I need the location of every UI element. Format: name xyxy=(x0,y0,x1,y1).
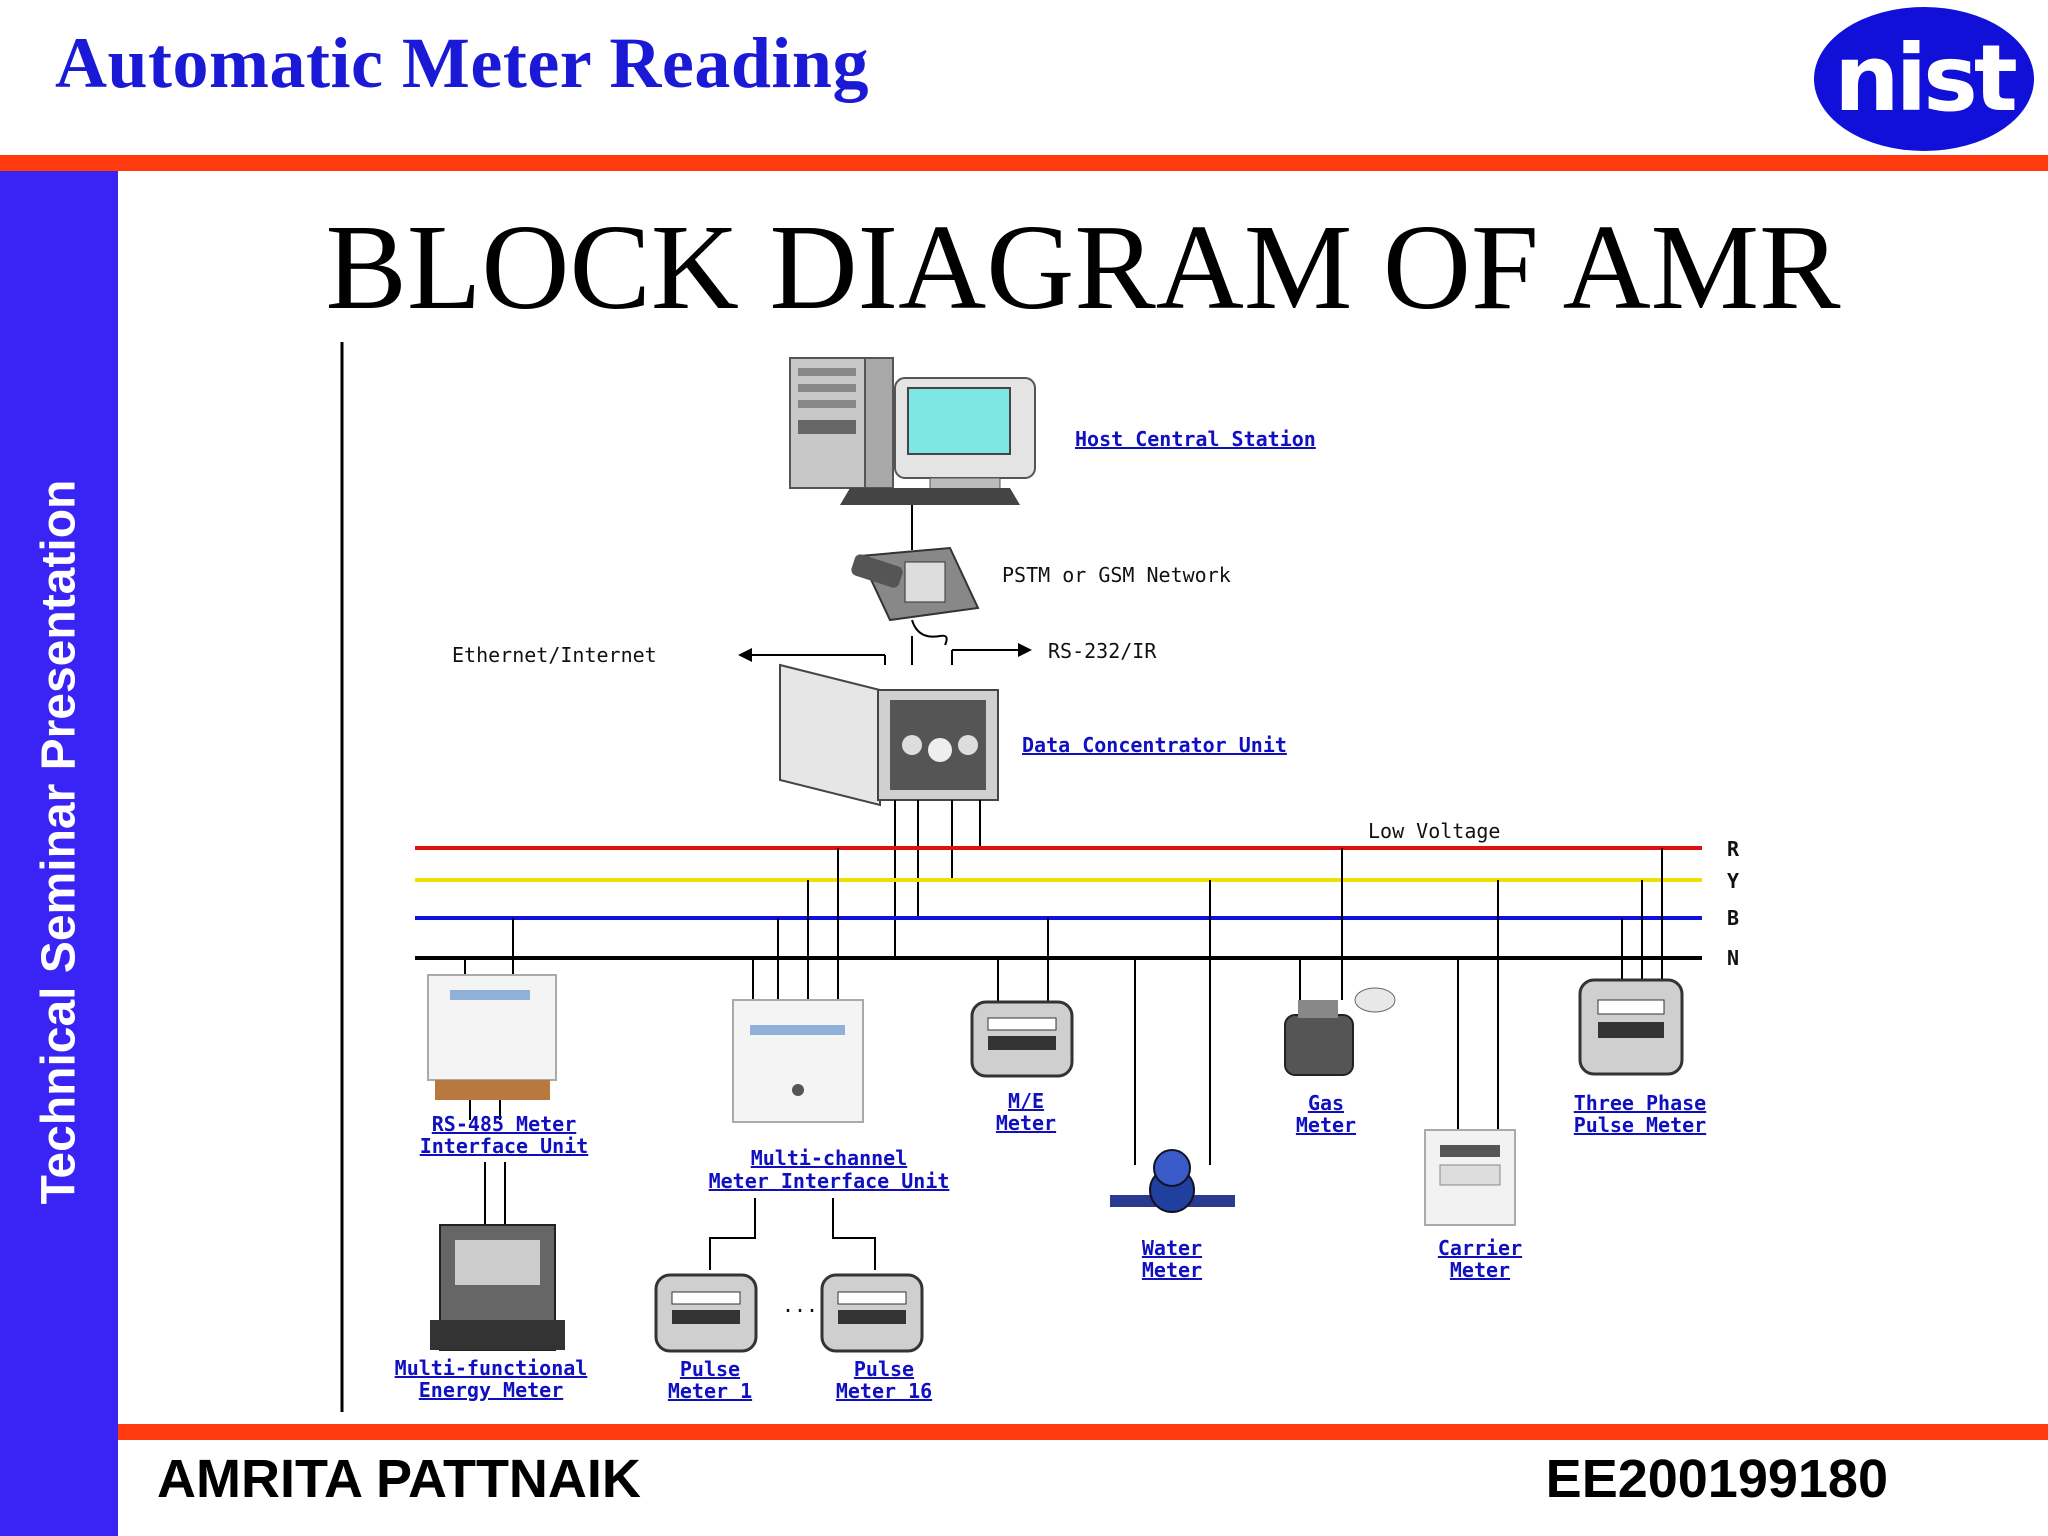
low-voltage-label: Low Voltage xyxy=(1368,819,1500,843)
pulse1-label-1: Pulse xyxy=(680,1357,740,1381)
pulse-ellipsis: ... xyxy=(782,1293,818,1317)
energy-meter-icon xyxy=(430,1224,565,1351)
pulse16-label-2: Meter 16 xyxy=(836,1379,932,1403)
mcmiu-label-2: Meter Interface Unit xyxy=(709,1169,950,1193)
water-meter-icon xyxy=(1110,1149,1235,1213)
rs485-label-1: RS-485 Meter xyxy=(432,1112,577,1136)
ethernet-label: Ethernet/Internet xyxy=(452,643,657,667)
mfem-label-2: Energy Meter xyxy=(419,1378,564,1402)
phase-r-label: R xyxy=(1727,837,1740,861)
pulse-meter-1-icon xyxy=(654,1273,758,1353)
three-phase-meter-icon xyxy=(1578,978,1684,1076)
data-concentrator-icon xyxy=(779,663,999,807)
gas-label-2: Meter xyxy=(1296,1113,1356,1137)
dcu-label: Data Concentrator Unit xyxy=(1022,733,1287,757)
presenter-id: EE200199180 xyxy=(1545,1449,1888,1509)
rs485-interface-icon xyxy=(427,974,557,1100)
pulse1-label-2: Meter 1 xyxy=(668,1379,752,1403)
carrier-meter-icon xyxy=(1424,1129,1516,1226)
phase-b-label: B xyxy=(1727,906,1739,930)
pulse16-label-1: Pulse xyxy=(854,1357,914,1381)
gas-label-1: Gas xyxy=(1308,1091,1344,1115)
phase-n-label: N xyxy=(1727,946,1739,970)
mfem-label-1: Multi-functional xyxy=(395,1356,588,1380)
header-title: Automatic Meter Reading xyxy=(55,23,869,103)
rs232-label: RS-232/IR xyxy=(1048,639,1157,663)
carrier-label-1: Carrier xyxy=(1438,1236,1522,1260)
me-label-2: Meter xyxy=(996,1111,1056,1135)
telephone-icon xyxy=(851,546,980,646)
me-label-1: M/E xyxy=(1008,1089,1044,1113)
multichannel-interface-icon xyxy=(732,999,864,1123)
network-label: PSTM or GSM Network xyxy=(1002,563,1231,587)
gas-meter-icon xyxy=(1284,987,1396,1076)
slide-title: BLOCK DIAGRAM OF AMR xyxy=(325,200,1841,335)
pulse-meter-16-icon xyxy=(820,1273,924,1353)
presenter-name: AMRITA PATTNAIK xyxy=(157,1449,641,1509)
host-central-station-label: Host Central Station xyxy=(1075,427,1316,451)
three-phase-label-2: Pulse Meter xyxy=(1574,1113,1706,1137)
phase-y-label: Y xyxy=(1727,869,1739,893)
sidebar xyxy=(0,171,118,1536)
host-computer-icon xyxy=(789,357,1036,505)
water-label-1: Water xyxy=(1142,1236,1202,1260)
carrier-label-2: Meter xyxy=(1450,1258,1510,1282)
bottom-divider-bar xyxy=(118,1424,2048,1440)
top-divider-bar xyxy=(0,155,2048,171)
water-label-2: Meter xyxy=(1142,1258,1202,1282)
mcmiu-label-1: Multi-channel xyxy=(751,1146,908,1170)
nist-logo: nist xyxy=(1814,7,2034,151)
three-phase-label-1: Three Phase xyxy=(1574,1091,1706,1115)
logo-text: nist xyxy=(1834,25,2016,132)
rs485-label-2: Interface Unit xyxy=(420,1134,589,1158)
me-meter-icon xyxy=(970,1000,1074,1078)
